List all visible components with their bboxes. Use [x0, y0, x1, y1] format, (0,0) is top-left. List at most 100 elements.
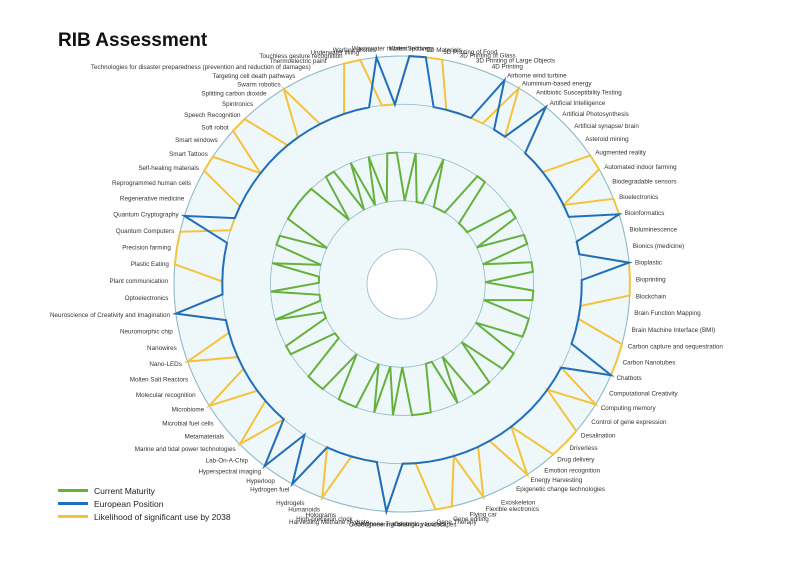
category-label: Artificial Photosynthesis: [562, 111, 629, 118]
category-label: Artificial Intelligence: [550, 100, 606, 107]
category-label: Wastewater nutrient recovery: [352, 46, 435, 53]
category-label: Geoengineering: changing landscapes: [349, 522, 456, 529]
category-label: Microbiome: [172, 407, 205, 414]
category-label: Driverless: [570, 445, 598, 452]
category-label: Brain Machine Interface (BMI): [632, 327, 716, 334]
category-label: Technologies for disaster preparedness (…: [91, 64, 311, 71]
category-label: Smart windows: [175, 137, 218, 144]
series-line-1: [172, 53, 633, 516]
category-label: Optoelectronics: [125, 295, 169, 302]
category-label: Flexible electronics: [486, 506, 540, 513]
legend: Current Maturity European Position Likel…: [58, 484, 231, 523]
category-label: Epigenetic change technologies: [516, 486, 605, 493]
legend-swatch-european-position: [58, 502, 88, 505]
category-label: Spintronics: [222, 101, 253, 108]
category-label: Automated indoor farming: [604, 164, 677, 171]
category-label: Aluminium-based energy: [522, 81, 593, 88]
category-label: Bionics (medicine): [633, 243, 684, 250]
legend-swatch-likelihood: [58, 515, 88, 518]
legend-label-european-position: European Position: [94, 498, 164, 509]
category-label: Microbial fuel cells: [162, 420, 213, 427]
category-label: 3D Printing of Food: [443, 49, 498, 56]
category-label: Biodegradable sensors: [612, 179, 676, 186]
category-label: Chatbots: [617, 375, 642, 382]
category-label: Underwater living: [310, 50, 359, 57]
category-label: Molten Salt Reactors: [130, 377, 188, 384]
category-label: Metamaterials: [185, 434, 225, 441]
category-label: Bioinformatics: [625, 210, 665, 217]
legend-item-current-maturity: Current Maturity: [58, 484, 231, 497]
category-label: Hyperloop: [246, 478, 275, 485]
category-label: Exoskeleton: [501, 500, 536, 507]
category-label: Humanoids: [288, 507, 320, 514]
category-label: Holograms: [306, 512, 336, 519]
category-label: Plastic Eating: [131, 261, 170, 268]
category-label: Augmented reality: [595, 150, 647, 157]
category-label: Bioelectronics: [619, 194, 658, 201]
category-label: Quantum Computers: [116, 228, 174, 235]
category-label: Artificial synapse/ brain: [574, 123, 639, 130]
category-label: Energy Harvesting: [531, 477, 583, 484]
category-label: Gene editing: [453, 516, 489, 523]
category-label: Soft robot: [201, 124, 229, 131]
category-label: Hydrogels: [276, 500, 304, 507]
category-label: 2D Materials: [427, 47, 462, 54]
category-label: Hydrogen fuel: [250, 487, 289, 494]
category-label: Targeting cell death pathways: [212, 73, 295, 80]
category-label: Lab-On-A-Chip: [206, 458, 249, 465]
category-label: Precision farming: [122, 245, 171, 252]
category-label: Smart Tattoos: [169, 151, 208, 158]
legend-item-european-position: European Position: [58, 497, 231, 510]
category-label: Asteroid mining: [585, 136, 629, 143]
category-label: Water Splitting: [389, 46, 430, 53]
chart-title: RIB Assessment: [58, 30, 208, 51]
legend-label-likelihood: Likelihood of significant use by 2038: [94, 511, 231, 522]
category-label: Emotion recognition: [544, 467, 600, 474]
category-label: Bioluminescence: [629, 226, 677, 233]
category-label: Graphene Transistors: [356, 521, 417, 528]
category-label: Control of gene expression: [591, 419, 667, 426]
category-label: Airborne wind turbine: [507, 72, 567, 79]
category-label: Harvesting Methane Hydrate: [289, 519, 370, 526]
category-label: Plant communication: [110, 278, 169, 285]
category-label: Regenerative medicine: [120, 196, 185, 203]
category-label: Drug delivery: [557, 457, 595, 464]
category-label: Quantum Cryptography: [113, 212, 179, 219]
category-label: Computational Creativity: [609, 390, 678, 397]
category-label: Nano-LEDs: [149, 361, 182, 368]
category-label: Carbon Nanotubes: [623, 359, 676, 366]
category-label: 3D Printing of Large Objects: [476, 58, 555, 65]
category-label: Nanowires: [147, 345, 177, 352]
legend-label-current-maturity: Current Maturity: [94, 485, 155, 496]
legend-swatch-current-maturity: [58, 489, 88, 492]
category-label: Gene Therapy: [437, 519, 478, 526]
category-label: Swarm robotics: [237, 81, 280, 88]
grid-ring-2: [270, 152, 534, 416]
category-label: Touchless gesture recognition: [259, 53, 343, 60]
category-label: Bioplastic: [635, 260, 662, 267]
category-label: Molecular recognition: [136, 392, 196, 399]
category-label: Bioprinting: [636, 276, 666, 283]
category-label: Warfare drones: [333, 47, 376, 54]
category-label: High-precision clock: [296, 516, 353, 523]
category-label: Speech Recognition: [184, 112, 241, 119]
category-label: Flying car: [470, 512, 497, 519]
center-ring: [366, 248, 438, 320]
category-label: Brain Function Mapping: [634, 310, 701, 317]
category-label: Blockchain: [636, 293, 667, 300]
category-label: Desalination: [581, 432, 616, 439]
category-label: 4D Printing: [492, 63, 524, 70]
category-label: Neuromorphic chip: [120, 329, 173, 336]
category-label: Reprogrammed human cells: [112, 180, 191, 187]
category-label: Computing memory: [601, 405, 657, 412]
category-label: 3D Printing of Glass: [460, 53, 516, 60]
category-label: Hyperspectral imaging: [198, 468, 261, 475]
category-label: Antibiotic Susceptibility Testing: [536, 90, 622, 97]
category-label: Splitting carbon dioxide: [201, 91, 267, 98]
category-label: Marine and tidal power technologies: [135, 446, 236, 453]
category-label: Genomic vaccines: [394, 521, 445, 528]
category-label: Thermoelectric paint: [269, 58, 326, 65]
legend-item-likelihood: Likelihood of significant use by 2038: [58, 510, 231, 523]
category-label: Neuroscience of Creativity and Imaginati…: [50, 312, 171, 319]
